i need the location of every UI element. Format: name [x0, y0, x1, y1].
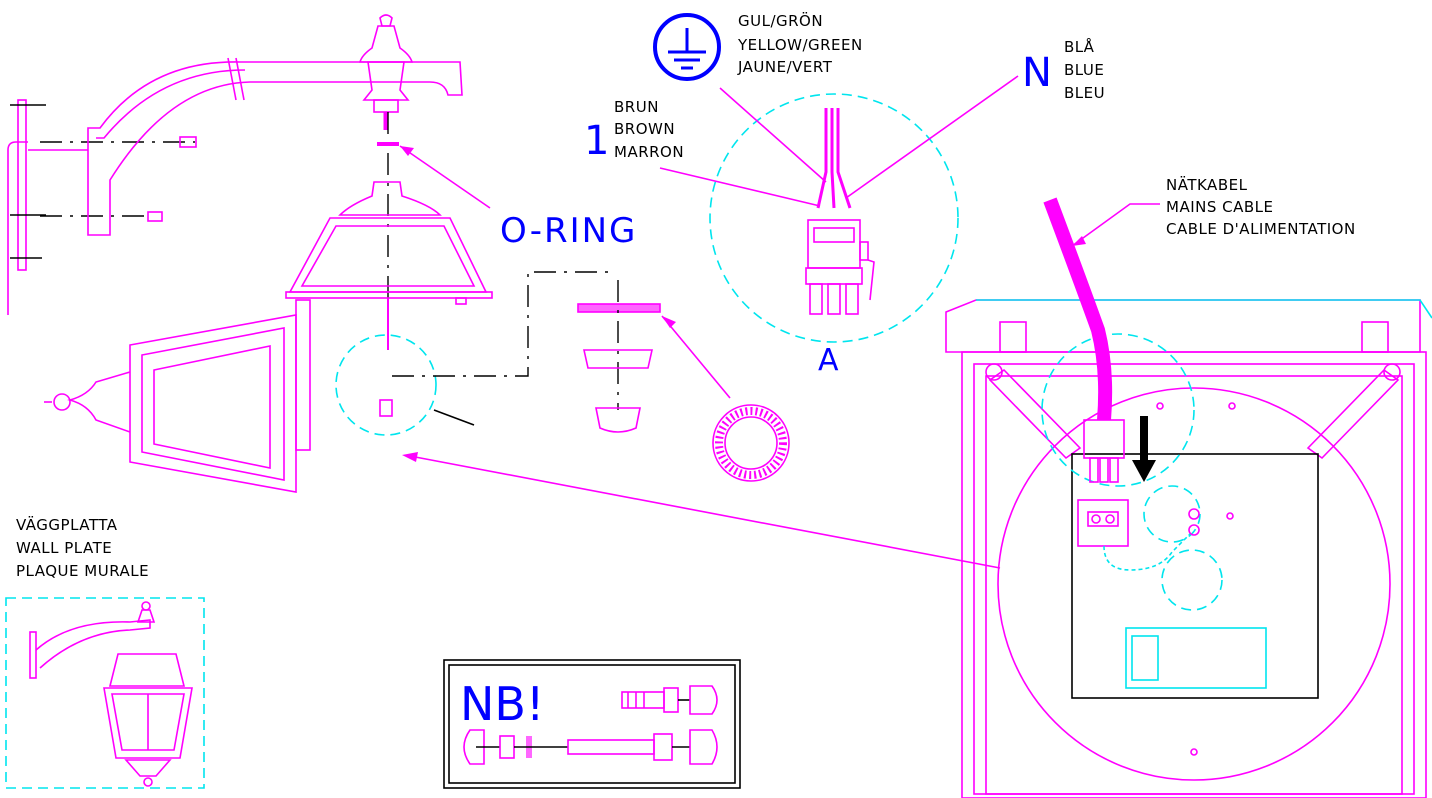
mains-cable-callout: NÄTKABEL MAINS CABLE CABLE D'ALIMENTATIO…: [1071, 175, 1356, 247]
gasket-parts: [392, 271, 790, 482]
earth-label-sv: GUL/GRÖN: [738, 11, 823, 30]
live-label-sv: BRUN: [614, 98, 659, 116]
live-callout: 1 BRUN BROWN MARRON: [584, 98, 821, 207]
oring-callout: O-RING: [399, 145, 637, 251]
wall-plate-label-sv: VÄGGPLATTA: [16, 515, 118, 534]
wall-plate-section: VÄGGPLATTA WALL PLATE PLAQUE MURALE: [5, 515, 205, 789]
svg-text:BLEU: BLEU: [1064, 84, 1105, 102]
svg-text:GUL/GRÖN: GUL/GRÖN: [738, 11, 823, 30]
base-plate-view: [402, 197, 1432, 798]
wall-plate-label-fr: PLAQUE MURALE: [16, 562, 149, 580]
wall-plate-label-en: WALL PLATE: [16, 539, 112, 557]
detail-a-small: [335, 334, 475, 436]
svg-text:BLUE: BLUE: [1064, 61, 1104, 79]
connector-detail: A: [709, 93, 959, 378]
earth-label-fr: JAUNE/VERT: [737, 58, 833, 76]
svg-text:JAUNE/VERT: JAUNE/VERT: [737, 58, 833, 76]
svg-text:CABLE D'ALIMENTATION: CABLE D'ALIMENTATION: [1166, 220, 1356, 238]
svg-text:NÄTKABEL: NÄTKABEL: [1166, 175, 1248, 194]
nb-label: NB!: [460, 677, 544, 731]
live-label-en: BROWN: [614, 120, 675, 138]
neutral-symbol: N: [1022, 50, 1052, 96]
lantern-hood: [285, 181, 493, 350]
svg-text:MARRON: MARRON: [614, 143, 684, 161]
svg-text:VÄGGPLATTA: VÄGGPLATTA: [16, 515, 118, 534]
live-label-fr: MARRON: [614, 143, 684, 161]
svg-text:BROWN: BROWN: [614, 120, 675, 138]
live-symbol: 1: [584, 118, 609, 164]
lantern-body: [44, 299, 311, 493]
neutral-label-sv: BLÅ: [1064, 37, 1095, 56]
svg-text:BLÅ: BLÅ: [1064, 37, 1095, 56]
svg-text:BRUN: BRUN: [614, 98, 659, 116]
neutral-callout: N BLÅ BLUE BLEU: [845, 37, 1105, 199]
svg-text:MAINS CABLE: MAINS CABLE: [1166, 198, 1274, 216]
mains-label-en: MAINS CABLE: [1166, 198, 1274, 216]
neutral-label-en: BLUE: [1064, 61, 1104, 79]
earth-icon: [653, 13, 721, 81]
wall-bracket-assembly: [7, 14, 463, 350]
svg-text:PLAQUE MURALE: PLAQUE MURALE: [16, 562, 149, 580]
neutral-label-fr: BLEU: [1064, 84, 1105, 102]
nb-box: NB!: [443, 659, 741, 789]
detail-a-label: A: [818, 343, 839, 378]
earth-callout: GUL/GRÖN YELLOW/GREEN JAUNE/VERT: [653, 11, 863, 183]
earth-label-en: YELLOW/GREEN: [737, 36, 863, 54]
mains-label-sv: NÄTKABEL: [1166, 175, 1248, 194]
svg-text:WALL PLATE: WALL PLATE: [16, 539, 112, 557]
svg-text:YELLOW/GREEN: YELLOW/GREEN: [737, 36, 863, 54]
oring-label: O-RING: [500, 211, 637, 251]
mains-label-fr: CABLE D'ALIMENTATION: [1166, 220, 1356, 238]
